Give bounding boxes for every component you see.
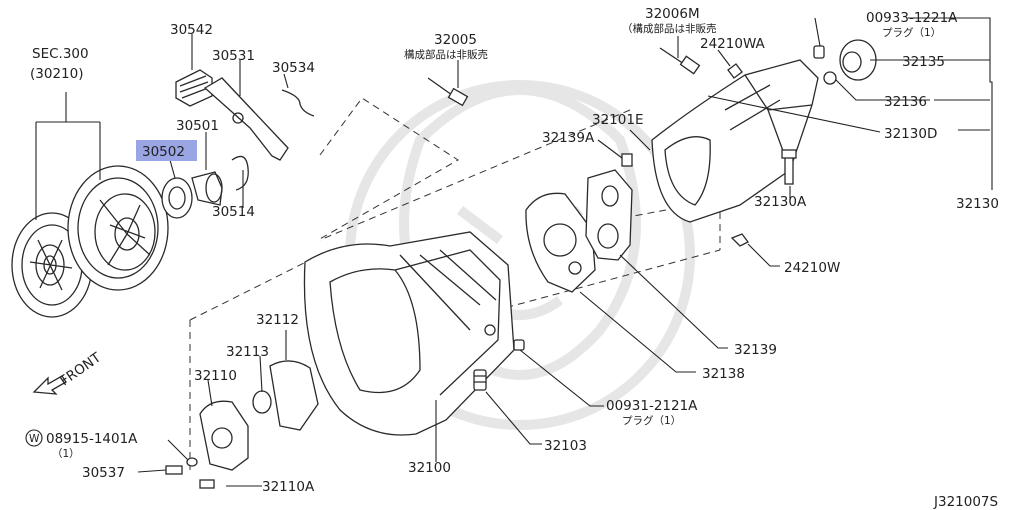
label-32139a[interactable]: 32139A <box>542 130 595 146</box>
label-30537[interactable]: 30537 <box>82 465 125 481</box>
label-32110[interactable]: 32110 <box>194 368 237 384</box>
ball-stud <box>165 465 183 475</box>
label-32136[interactable]: 32136 <box>884 94 927 110</box>
label-00931[interactable]: 00931-2121A <box>606 398 698 414</box>
label-32130a[interactable]: 32130A <box>754 194 807 210</box>
label-08915[interactable]: 08915-1401A <box>46 431 138 447</box>
label-32110a[interactable]: 32110A <box>262 479 315 495</box>
part-labels: SEC.300 (30210) 30542 30531 30534 30501 … <box>25 6 999 510</box>
label-08915-qty: （1） <box>52 448 80 460</box>
adapter-plate <box>525 192 596 293</box>
label-30502[interactable]: 30502 <box>142 144 185 160</box>
label-00931-note: プラグ（1） <box>622 414 681 427</box>
drain-plug <box>473 369 487 391</box>
label-32139[interactable]: 32139 <box>734 342 777 358</box>
washer-symbol-letter: W <box>29 433 40 445</box>
plate-bolt <box>621 153 633 167</box>
leader-lines <box>137 17 930 487</box>
label-00933-note: プラグ（1） <box>882 26 941 39</box>
bearing-sleeve <box>191 171 223 206</box>
label-24210w[interactable]: 24210W <box>784 260 840 276</box>
dust-boot <box>175 69 213 107</box>
label-30542[interactable]: 30542 <box>170 22 213 38</box>
retainer-clip <box>231 155 249 191</box>
front-cover <box>199 400 249 471</box>
label-32100[interactable]: 32100 <box>408 460 451 476</box>
lever-spring <box>281 89 315 117</box>
release-bearing <box>161 177 193 219</box>
group-brackets <box>35 17 993 220</box>
part-highlight <box>136 140 197 161</box>
label-30534[interactable]: 30534 <box>272 60 315 76</box>
clutch-cover <box>67 165 169 291</box>
label-32138[interactable]: 32138 <box>702 366 745 382</box>
cover-bolt <box>199 479 215 489</box>
front-direction-arrow <box>32 375 67 395</box>
front-label: FRONT <box>57 349 105 389</box>
filler-plug <box>513 339 525 351</box>
label-00933[interactable]: 00933-1221A <box>866 10 958 26</box>
label-sec300-ref: (30210) <box>30 66 83 82</box>
rear-extension-housing <box>651 59 819 223</box>
plug-cap <box>813 45 825 59</box>
gasket-plate <box>585 169 633 261</box>
harness-clip-upper <box>727 63 743 79</box>
withdrawal-lever <box>203 77 289 161</box>
housing-bolt <box>781 149 797 185</box>
label-32101e[interactable]: 32101E <box>592 112 643 128</box>
front-cover-seal <box>252 390 272 414</box>
label-30501[interactable]: 30501 <box>176 118 219 134</box>
neutral-switch <box>427 77 469 107</box>
reverse-switch <box>659 47 701 75</box>
flange-nut <box>823 71 837 85</box>
label-32130d[interactable]: 32130D <box>884 126 937 142</box>
label-30514[interactable]: 30514 <box>212 204 255 220</box>
label-32006m-note: （構成部品は非販売 <box>622 22 717 35</box>
label-32006m[interactable]: 32006M <box>645 6 700 22</box>
front-cover-gasket <box>269 360 319 431</box>
label-32005[interactable]: 32005 <box>434 32 477 48</box>
harness-clip <box>730 233 749 247</box>
sealing-washer <box>186 457 198 467</box>
label-32005-note: 構成部品は非販売 <box>404 48 488 61</box>
label-32112[interactable]: 32112 <box>256 312 299 328</box>
label-32130[interactable]: 32130 <box>956 196 999 212</box>
label-32135[interactable]: 32135 <box>902 54 945 70</box>
label-30531[interactable]: 30531 <box>212 48 255 64</box>
transmission-case <box>303 231 515 436</box>
diagram-code: J321007S <box>933 494 998 510</box>
label-24210wa[interactable]: 24210WA <box>700 36 766 52</box>
label-32103[interactable]: 32103 <box>544 438 587 454</box>
label-sec300[interactable]: SEC.300 <box>32 46 89 62</box>
label-32113[interactable]: 32113 <box>226 344 269 360</box>
washer-symbol: W <box>25 429 43 447</box>
